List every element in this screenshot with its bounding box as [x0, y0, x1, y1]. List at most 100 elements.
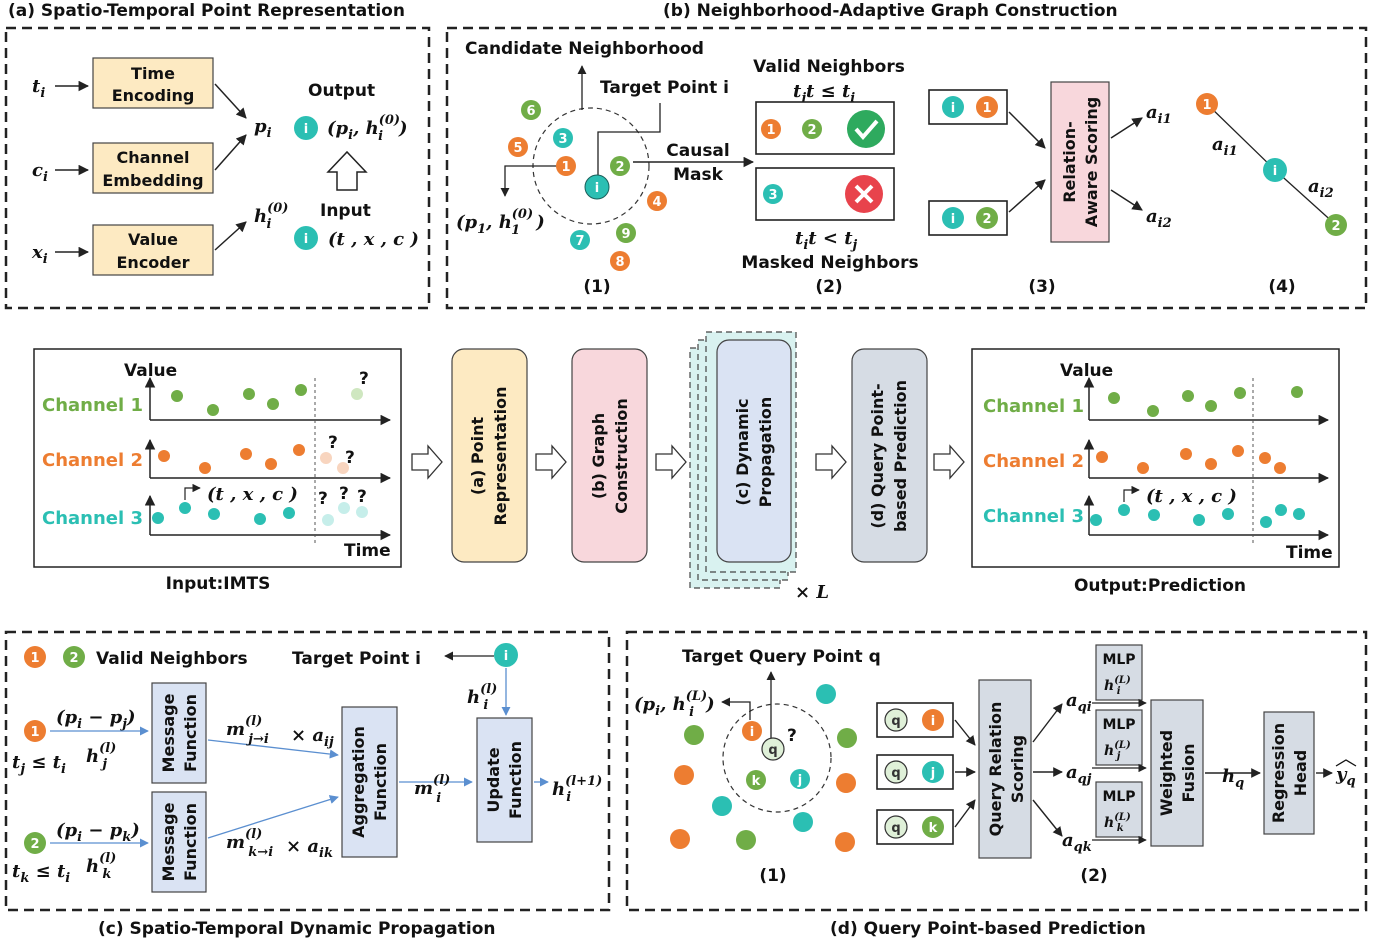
pair-q-label: q	[891, 766, 900, 781]
node-6-label: 6	[526, 104, 535, 119]
legend-text: Valid Neighbors	[96, 649, 248, 669]
valid-node-2	[802, 119, 822, 139]
target-node-i	[494, 643, 518, 667]
target-text: Target Point i	[292, 649, 421, 669]
stage-a-line2: Representation	[491, 386, 510, 525]
tuple-pointer	[1123, 485, 1140, 502]
arrow	[214, 134, 247, 171]
question-mark: ?	[328, 433, 338, 453]
arrow	[1008, 111, 1046, 149]
output-prediction-box	[971, 348, 1340, 568]
arrow	[954, 799, 976, 828]
tuple-pointer	[184, 483, 201, 500]
question-mark: ?	[357, 487, 367, 507]
message-function-k-line1: Message	[159, 802, 178, 881]
relation-aware-scoring-box	[1050, 81, 1110, 243]
stage-a-line1: (a) Point	[468, 417, 487, 496]
a-qk: aqk	[1062, 830, 1092, 855]
candidate-label: Candidate Neighborhood	[465, 39, 704, 59]
question-mark: ?	[339, 484, 349, 504]
times-a-ij: × aij	[291, 725, 334, 750]
cond-j: tj ≤ ti	[12, 752, 66, 777]
node-6	[521, 100, 541, 120]
arrow	[954, 719, 976, 746]
valid-node-2-label: 2	[807, 123, 816, 138]
channel-3-label: Channel 3	[42, 508, 143, 529]
step-1: (1)	[583, 277, 610, 297]
pair-node-2	[976, 207, 998, 229]
channel-2-label: Channel 2	[42, 450, 143, 471]
target-pointer	[597, 103, 661, 185]
input-axes	[144, 376, 392, 545]
node-i	[294, 116, 318, 140]
pair-node-i	[942, 207, 964, 229]
flow-arrow	[933, 444, 965, 480]
step-2: (2)	[815, 277, 842, 297]
node-1	[556, 156, 576, 176]
y-hat-q: yq	[1335, 764, 1356, 789]
node-5-label: 5	[513, 141, 522, 156]
panel-b-title: (b) Neighborhood-Adaptive Graph Construc…	[663, 1, 1118, 21]
edge-i2	[1274, 169, 1337, 226]
h-i0-label: h(0)i	[254, 201, 288, 232]
valid-title: Valid Neighbors	[753, 57, 905, 77]
legend-node-1	[24, 646, 46, 668]
graph-node-i	[1263, 158, 1287, 182]
output-caption: Output:Prediction	[1074, 576, 1246, 596]
arrow	[207, 795, 339, 839]
node-3	[553, 128, 573, 148]
legend-node-1-label: 1	[30, 651, 39, 666]
node-9-label: 9	[621, 227, 630, 242]
message-function-j-line2: Function	[181, 694, 200, 772]
query-node-j	[790, 769, 810, 789]
node-7	[570, 230, 590, 250]
valid-node-1-label: 1	[766, 123, 775, 138]
pair-i	[922, 709, 944, 731]
masked-cond: tit < tj	[795, 228, 858, 253]
pair-node-2-label: 2	[982, 212, 991, 227]
query-node-k	[746, 770, 766, 790]
input-x: xi	[31, 242, 48, 267]
m-ji: m(l)j→i	[226, 714, 269, 747]
arrow	[1110, 189, 1143, 211]
panel-b-border	[445, 26, 1368, 310]
message-function-j-line1: Message	[159, 693, 178, 772]
times-a-ik: × aik	[286, 836, 333, 861]
p-i-label: pi	[254, 116, 272, 141]
h-il1: h(l+1)i	[552, 774, 602, 805]
output-tuple: (pi, h(0)i)	[327, 113, 408, 144]
pipeline: Value Time Channel 1 Channel 2 Channel 3	[33, 331, 1340, 603]
node-4	[647, 191, 667, 211]
message-function-k-line2: Function	[181, 803, 200, 881]
output-points	[1090, 386, 1305, 528]
valid-cond: tjt ≤ ti	[793, 81, 855, 106]
mask-label: Mask	[673, 165, 724, 185]
a-i2-label: ai2	[1146, 206, 1172, 231]
node-i-label: i	[595, 181, 599, 196]
query-relation-scoring-box	[978, 679, 1032, 859]
target-label: Target Point i	[600, 78, 729, 98]
update-function-box	[476, 717, 533, 843]
mlp-label: MLP	[1102, 717, 1135, 733]
causal-label: Causal	[666, 141, 729, 161]
valid-node-1	[761, 119, 781, 139]
update-line2: Function	[506, 741, 525, 819]
flow-arrow	[655, 444, 687, 480]
node-9	[616, 223, 636, 243]
stage-d-line1: (d) Query Point-	[868, 383, 887, 528]
stage-b-line2: Construction	[612, 398, 631, 514]
cond-k: tk ≤ ti	[12, 861, 70, 886]
node-7-label: 7	[575, 234, 584, 249]
mlp-box-j	[1095, 709, 1143, 766]
panel-d: (d) Query Point-based Prediction Target …	[625, 630, 1368, 939]
graph-node-1-label: 1	[1202, 98, 1211, 113]
edge-i1	[1206, 103, 1276, 171]
pair-q-label: q	[891, 714, 900, 729]
legend-node-2-label: 2	[69, 651, 78, 666]
message-function-k	[151, 791, 207, 893]
time-axis-label: Time	[1286, 543, 1333, 563]
pair-node-i-label: i	[951, 101, 955, 116]
aggregation-line1: Aggregation	[349, 726, 368, 838]
h-jl: h(l)j	[86, 741, 116, 772]
channel-embedding-line1: Channel	[116, 148, 189, 167]
